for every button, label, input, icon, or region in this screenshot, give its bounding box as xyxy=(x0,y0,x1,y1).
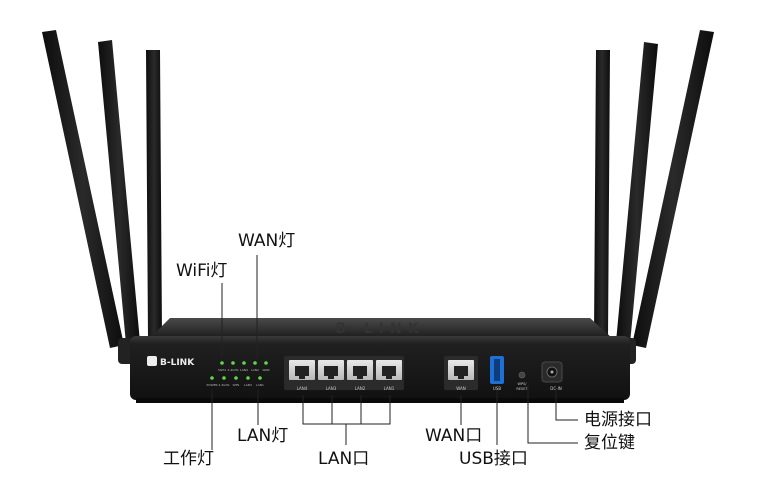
led-top-label-3: LAN4 xyxy=(240,368,248,372)
led-bottom-label-5: LAN1 xyxy=(256,383,264,387)
lan-port-3 xyxy=(318,360,344,380)
antenna-left-3 xyxy=(146,50,162,338)
led-top-label-2: 2.4GHz xyxy=(228,368,239,372)
lan-port-label-3: LAN3 xyxy=(326,386,337,391)
callout-work-led: 工作灯 xyxy=(163,449,214,469)
led-bottom-label-1: POWER xyxy=(206,383,217,387)
led-wps xyxy=(234,376,238,380)
callout-power-port: 电源接口 xyxy=(584,410,652,430)
led-top-label-1: 5GHz xyxy=(218,368,226,372)
reset-label-line2: RESET xyxy=(516,387,528,391)
lan-port-1 xyxy=(376,360,402,380)
led-block: 5GHz 2.4GHz LAN4 LAN2 WAN POWER 2.4GHz W… xyxy=(206,361,270,387)
callout-lan-port: LAN口 xyxy=(318,449,370,469)
lan-port-label-4: LAN4 xyxy=(297,386,308,391)
top-logo: B-LINK xyxy=(335,321,424,337)
lan-port-2 xyxy=(347,360,373,380)
lan-port-label-1: LAN1 xyxy=(384,386,395,391)
logo-mark-icon xyxy=(147,356,157,366)
led-24ghz xyxy=(231,361,235,365)
led-lan1 xyxy=(258,376,262,380)
reset-label-line1: WPS/ xyxy=(518,382,528,386)
antenna-right-3 xyxy=(632,30,714,348)
leader-power xyxy=(555,390,578,421)
callout-wan-port: WAN口 xyxy=(425,426,483,446)
antenna-right-1 xyxy=(594,50,610,338)
leader-lines xyxy=(211,255,578,450)
led-lan3 xyxy=(246,376,250,380)
led-wan xyxy=(264,361,268,365)
reset-button: WPS/ RESET xyxy=(516,371,528,391)
dc-in-port: DC-IN xyxy=(541,361,563,391)
lan-port-4 xyxy=(289,360,315,380)
led-top-label-5: WAN xyxy=(262,368,269,372)
led-bottom-label-4: LAN3 xyxy=(244,383,252,387)
led-bottom-label-3: WPS xyxy=(233,383,240,387)
led-lan4 xyxy=(242,361,246,365)
led-bottom-label-2: 2.4GHz xyxy=(219,383,230,387)
callout-wifi-led: WiFi灯 xyxy=(176,261,228,281)
led-24ghz-b xyxy=(222,376,226,380)
led-lan2 xyxy=(253,361,257,365)
antenna-left-1 xyxy=(42,30,124,348)
antenna-left-2 xyxy=(98,40,140,344)
callout-wan-led: WAN灯 xyxy=(238,231,296,251)
antenna-right-2 xyxy=(616,42,658,344)
led-top-label-4: LAN2 xyxy=(251,368,259,372)
callout-usb-port: USB接口 xyxy=(459,449,528,469)
wan-port: WAN xyxy=(444,356,478,391)
wan-port-label: WAN xyxy=(456,386,465,391)
antennas-left xyxy=(42,30,162,364)
router-base xyxy=(136,398,624,403)
antennas-right xyxy=(594,30,714,364)
led-5ghz xyxy=(220,361,224,365)
led-power xyxy=(210,376,214,380)
lan-ports: LAN4 LAN3 LAN2 LAN1 xyxy=(284,356,404,391)
usb-port-label: USB xyxy=(493,386,501,391)
router-top xyxy=(150,318,612,338)
logo-text: B-LINK xyxy=(160,358,195,368)
callout-reset-key: 复位键 xyxy=(584,433,635,453)
usb-port: USB xyxy=(490,356,504,391)
callout-lan-led: LAN灯 xyxy=(237,426,289,446)
leader-reset xyxy=(527,385,578,444)
dc-in-label: DC-IN xyxy=(550,386,562,391)
lan-port-label-2: LAN2 xyxy=(355,386,366,391)
brand-logo: B-LINK xyxy=(147,356,195,368)
